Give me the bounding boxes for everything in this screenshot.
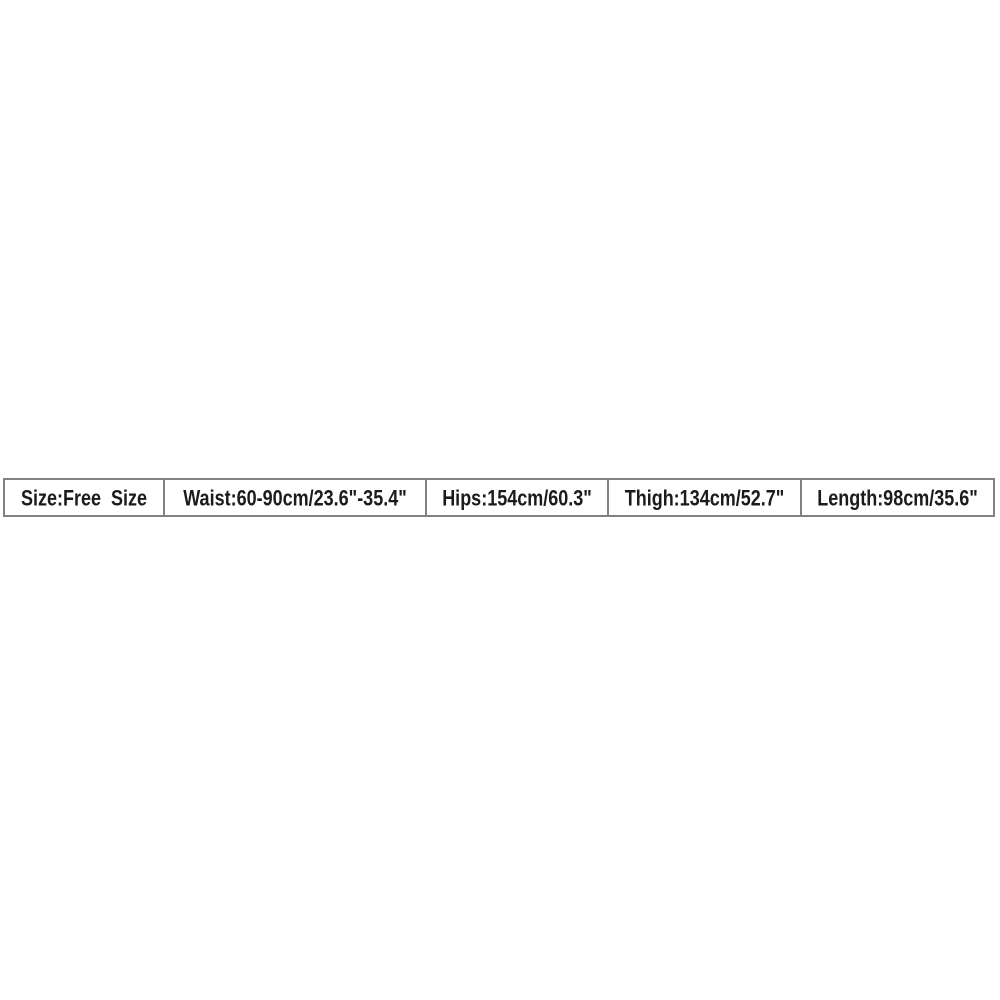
- hips-cell: Hips:154cm/60.3": [427, 480, 609, 515]
- size-cell: Size:Free Size: [5, 480, 165, 515]
- hips-cell-label: Hips:154cm/60.3": [442, 485, 592, 510]
- length-cell-label: Length:98cm/35.6": [817, 485, 978, 510]
- thigh-cell-label: Thigh:134cm/52.7": [624, 485, 785, 510]
- length-cell: Length:98cm/35.6": [802, 480, 993, 515]
- size-cell-label: Size:Free Size: [20, 485, 148, 510]
- size-spec-table: Size:Free Size Waist:60-90cm/23.6"-35.4"…: [3, 478, 995, 517]
- waist-cell: Waist:60-90cm/23.6"-35.4": [165, 480, 427, 515]
- thigh-cell: Thigh:134cm/52.7": [609, 480, 802, 515]
- waist-cell-label: Waist:60-90cm/23.6"-35.4": [183, 485, 407, 510]
